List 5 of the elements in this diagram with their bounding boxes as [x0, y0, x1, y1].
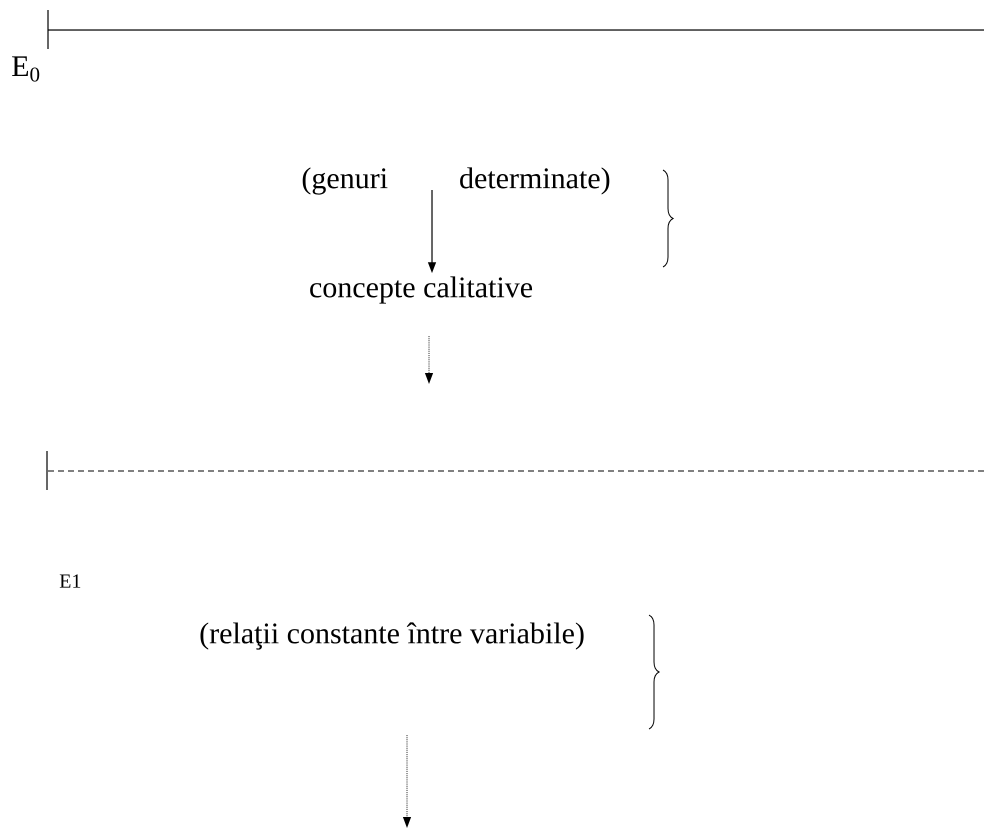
stage-label: E1 — [60, 574, 80, 588]
concept-text: (relaţii constante între variabile) — [200, 622, 584, 650]
concept-text: (genuri determinate) — [302, 167, 610, 195]
stage-label: E$_{0}$ — [12, 56, 40, 82]
concept-text: concepte calitative — [310, 276, 532, 304]
